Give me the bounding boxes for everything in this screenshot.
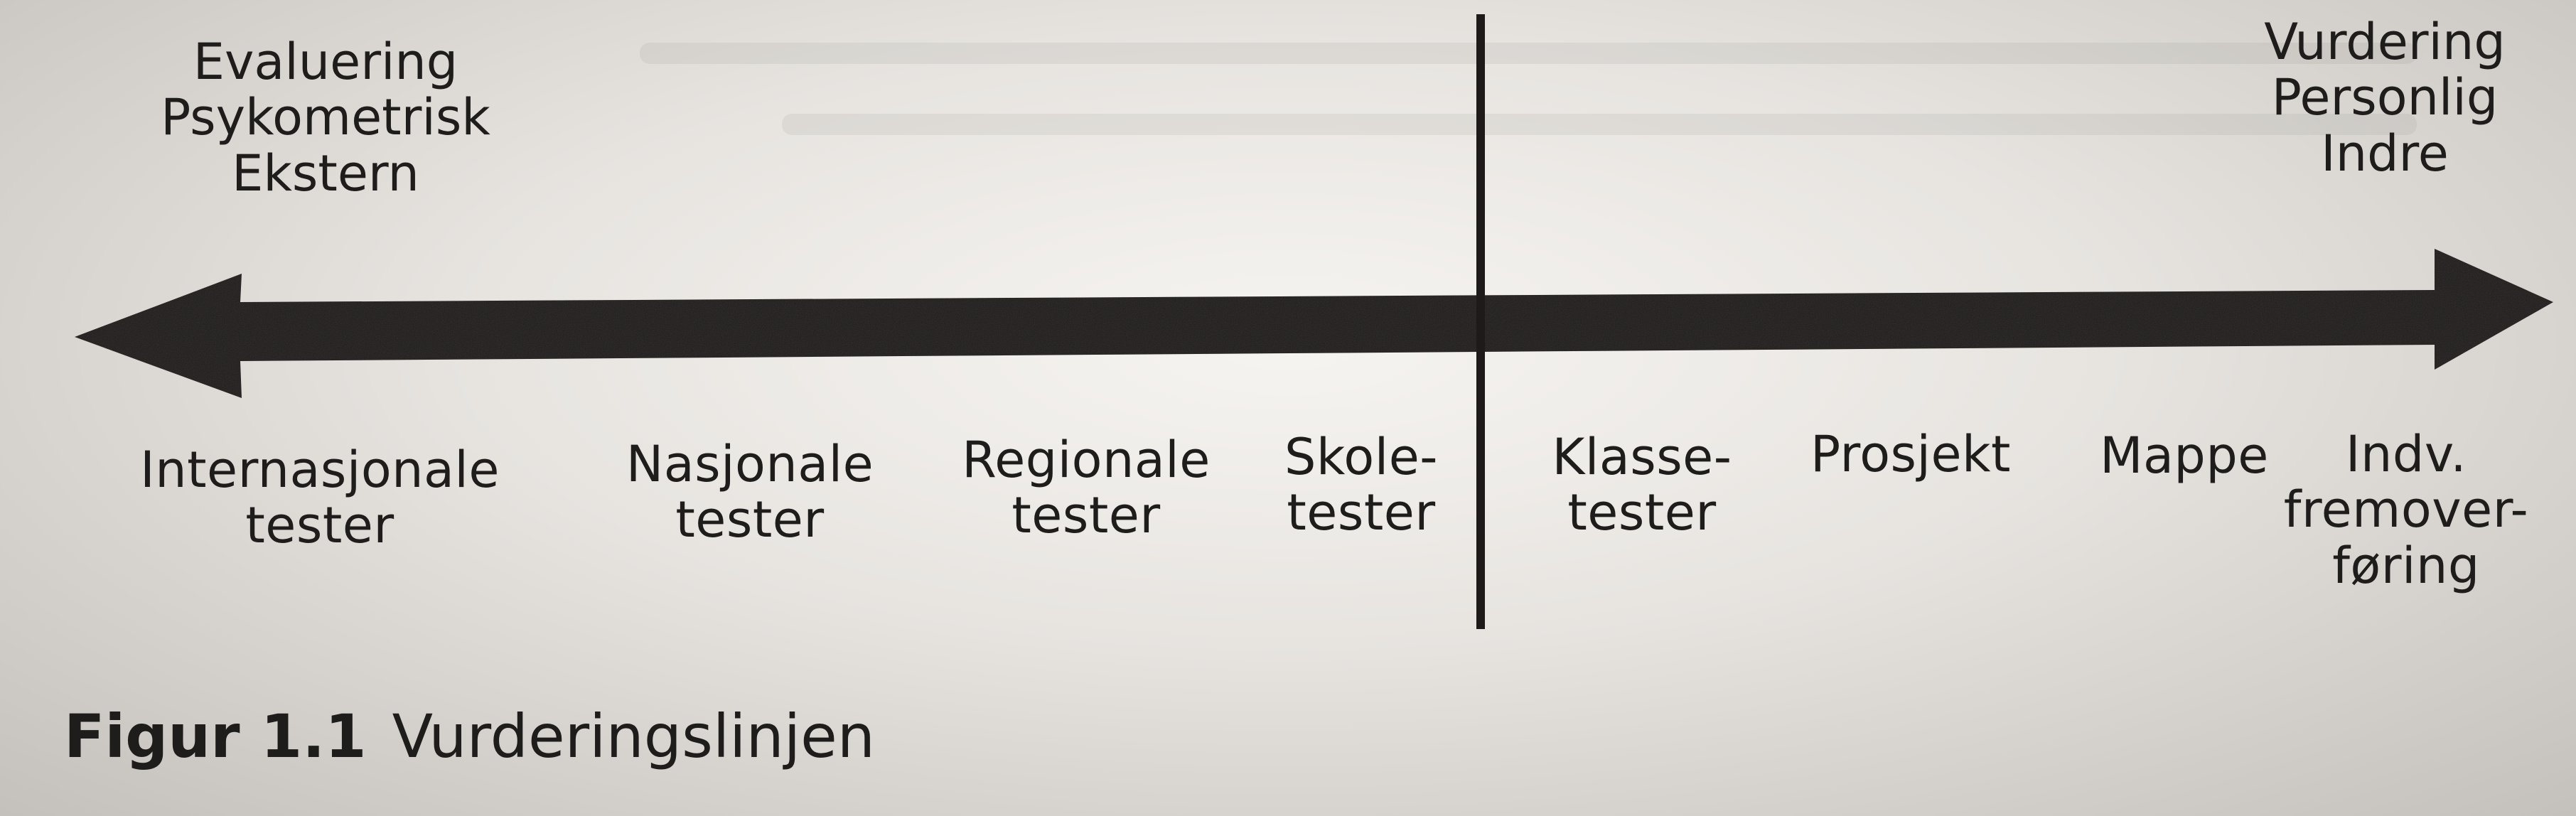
bleed-through-line xyxy=(782,114,2417,135)
scale-item-line: Internasjonale xyxy=(140,441,500,499)
figure-caption: Figur 1.1 Vurderingslinjen xyxy=(64,704,875,769)
scale-item-line: tester xyxy=(1011,486,1161,545)
scale-item-indv: Indv. fremover- føring xyxy=(2284,426,2529,594)
scale-item-line: tester xyxy=(245,496,395,555)
scale-item-line: Skole- xyxy=(1284,428,1439,486)
right-pole-line: Indre xyxy=(2321,124,2449,183)
scale-item-nasjonale: Nasjonale tester xyxy=(626,436,874,548)
figure-number: Figur 1.1 xyxy=(64,702,367,771)
scale-item-line: Regionale xyxy=(962,431,1211,489)
left-pole-label: Evaluering Psykometrisk Ekstern xyxy=(161,33,490,203)
scale-item-prosjekt: Prosjekt xyxy=(1810,425,2012,483)
scale-item-line: Mappe xyxy=(2100,426,2269,485)
right-pole-label: Vurdering Personlig Indre xyxy=(2264,13,2506,183)
scale-item-line: Indv. xyxy=(2345,425,2467,483)
left-pole-line: Psykometrisk xyxy=(161,88,490,147)
bleed-through-line xyxy=(640,43,2417,64)
scale-item-line: tester xyxy=(1567,483,1717,542)
scale-item-internasjonale: Internasjonale tester xyxy=(140,442,500,554)
right-pole-line: Vurdering xyxy=(2264,13,2506,71)
scale-item-skole: Skole- tester xyxy=(1284,429,1438,541)
scale-item-klasse: Klasse- tester xyxy=(1552,429,1732,541)
scale-item-line: fremover- xyxy=(2283,481,2529,539)
figure-title: Vurderingslinjen xyxy=(392,702,876,771)
scale-item-line: Nasjonale xyxy=(626,435,874,493)
scale-item-mappe: Mappe xyxy=(2100,426,2269,485)
right-pole-line: Personlig xyxy=(2271,68,2499,127)
scale-item-line: tester xyxy=(1287,483,1436,542)
scale-item-line: føring xyxy=(2332,536,2480,595)
left-pole-line: Ekstern xyxy=(232,144,419,203)
left-pole-line: Evaluering xyxy=(193,33,458,91)
scale-item-line: tester xyxy=(675,490,825,549)
scale-item-line: Klasse- xyxy=(1552,428,1732,486)
scale-item-regionale: Regionale tester xyxy=(962,432,1211,544)
scale-item-line: Prosjekt xyxy=(1810,425,2012,483)
double-headed-arrow xyxy=(75,249,2553,398)
